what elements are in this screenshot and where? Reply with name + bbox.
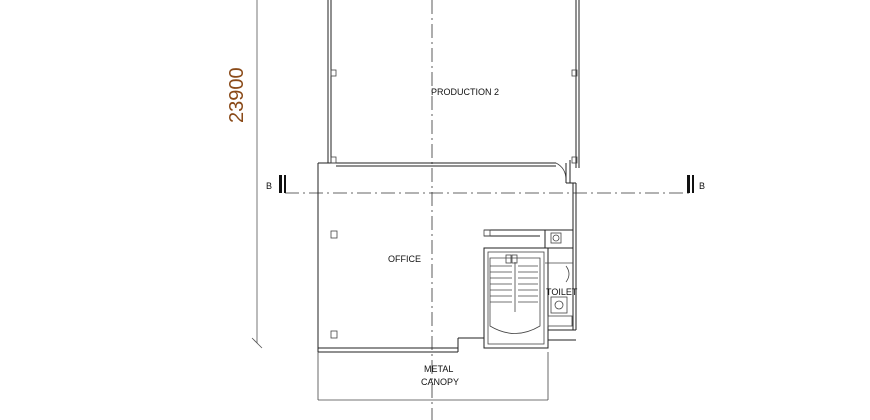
dimension-label: 23900 bbox=[226, 67, 248, 123]
canopy-label-line-1: METAL bbox=[424, 364, 453, 374]
stair-core bbox=[483, 229, 576, 349]
dimension-line bbox=[251, 0, 263, 349]
section-marker-left bbox=[279, 175, 286, 193]
metal-canopy-outline bbox=[317, 352, 549, 401]
section-marker-right bbox=[687, 175, 694, 193]
toilet-area bbox=[544, 229, 574, 327]
section-label-left: B bbox=[266, 181, 272, 191]
office-room-walls bbox=[317, 163, 484, 353]
production-room-walls bbox=[318, 0, 580, 184]
right-exterior-wall bbox=[572, 183, 577, 330]
canopy-label-line-2: CANOPY bbox=[421, 377, 459, 387]
room-label-production: PRODUCTION 2 bbox=[431, 87, 499, 97]
column-markers bbox=[330, 69, 578, 339]
room-label-office: OFFICE bbox=[388, 254, 421, 264]
room-label-toilet: TOILET bbox=[546, 287, 578, 297]
section-label-right: B bbox=[699, 181, 705, 191]
